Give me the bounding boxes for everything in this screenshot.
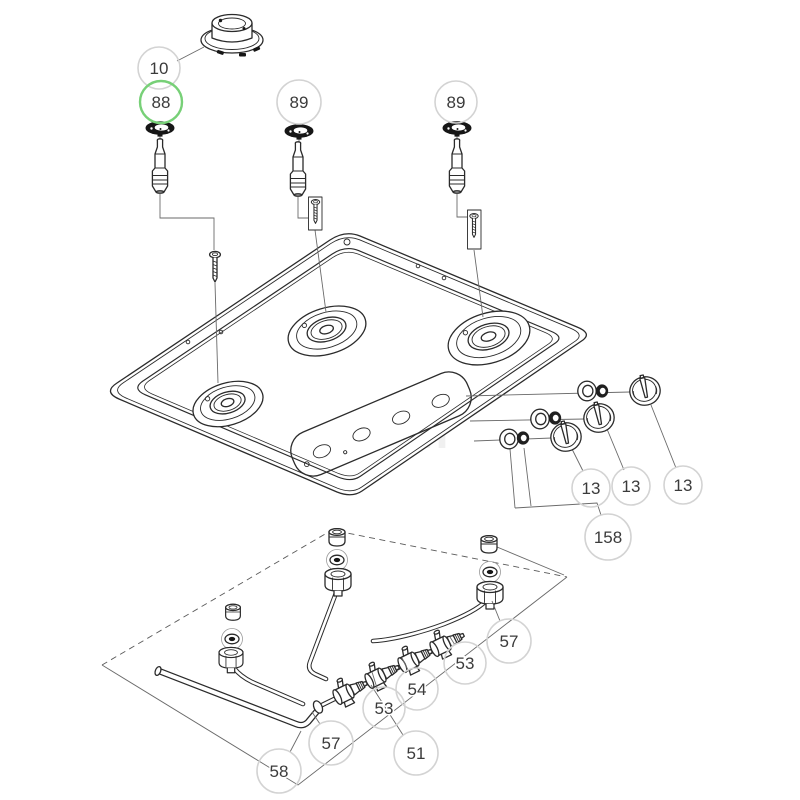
callout-88-highlighted[interactable]: 88 xyxy=(138,79,184,125)
part-number: 53 xyxy=(375,699,394,718)
callout-circle[interactable] xyxy=(611,466,651,506)
callout-circle[interactable] xyxy=(434,80,478,124)
part-number: 89 xyxy=(290,93,309,112)
callout-circle[interactable] xyxy=(393,730,439,776)
fixing-screw xyxy=(310,199,321,224)
burner-cup-center xyxy=(287,305,367,357)
callout-54[interactable]: 54 xyxy=(395,667,439,711)
burner-cup-right xyxy=(447,310,531,366)
right-burner-tube xyxy=(370,598,489,644)
part-number: 51 xyxy=(407,744,426,763)
injector-assemblies xyxy=(145,121,482,283)
fitting-centre xyxy=(324,527,352,597)
screw-box xyxy=(308,196,323,231)
callout-circle[interactable] xyxy=(395,667,439,711)
part-number: 57 xyxy=(322,734,341,753)
callout-circle[interactable] xyxy=(362,686,406,730)
part-number: 13 xyxy=(674,476,693,495)
callout-circle[interactable] xyxy=(308,720,354,766)
knob-assemblies xyxy=(499,371,664,455)
highlight-circle[interactable] xyxy=(138,79,184,125)
callout-58[interactable]: 58 xyxy=(256,748,302,794)
callout-layer: 10 88 89 89 13 13 13 158 57 53 54 53 51 57 58 xyxy=(137,46,703,794)
callout-13[interactable]: 13 xyxy=(571,468,611,508)
knob-bezel-ring xyxy=(530,408,550,430)
injector-89 xyxy=(289,141,307,198)
callout-89[interactable]: 89 xyxy=(434,80,478,124)
part-number: 158 xyxy=(594,528,622,547)
rim-hole xyxy=(343,238,351,246)
leader-lines xyxy=(159,46,677,753)
callout-circle[interactable] xyxy=(663,465,703,505)
part-number: 54 xyxy=(408,680,427,699)
burner-crown-89 xyxy=(284,124,314,140)
callout-158[interactable]: 158 xyxy=(584,513,632,561)
injector-88 xyxy=(151,138,169,195)
callout-53[interactable]: 53 xyxy=(443,641,487,685)
screw-box xyxy=(467,209,482,250)
callout-13[interactable]: 13 xyxy=(663,465,703,505)
callout-circle[interactable] xyxy=(276,79,322,125)
rim-rivet xyxy=(441,275,447,281)
knob-seal-ring xyxy=(516,431,530,445)
part-number: 53 xyxy=(456,654,475,673)
callout-circle[interactable] xyxy=(486,618,532,664)
knob-bezel-ring xyxy=(499,428,519,450)
part-number: 10 xyxy=(150,59,169,78)
cooktop-body xyxy=(109,233,588,496)
callout-circle[interactable] xyxy=(571,468,611,508)
knob-seal-ring xyxy=(595,384,609,398)
rim-rivet xyxy=(415,263,421,269)
manifold-assembly xyxy=(154,527,504,729)
part-number: 89 xyxy=(447,93,466,112)
knob-seal-ring xyxy=(548,411,562,425)
callout-51[interactable]: 51 xyxy=(393,730,439,776)
control-knob xyxy=(580,398,618,436)
control-knob xyxy=(626,371,664,409)
knob-bezel-ring xyxy=(577,380,597,402)
part-number: 13 xyxy=(622,477,641,496)
burner-cup-left xyxy=(192,380,264,428)
part-number: 88 xyxy=(152,93,171,112)
injector-89 xyxy=(448,138,466,195)
fixing-screw xyxy=(208,250,222,283)
control-subpanel xyxy=(290,371,472,477)
rim-rivet xyxy=(185,339,191,345)
callout-53[interactable]: 53 xyxy=(362,686,406,730)
fitting-left xyxy=(218,603,244,674)
callout-89[interactable]: 89 xyxy=(276,79,322,125)
callout-circle[interactable] xyxy=(137,46,181,90)
pipe-end-cap xyxy=(154,665,162,677)
callout-circle[interactable] xyxy=(256,748,302,794)
fixing-screw xyxy=(469,213,479,238)
callout-10[interactable]: 10 xyxy=(137,46,181,90)
callout-circle[interactable] xyxy=(443,641,487,685)
callout-circle[interactable] xyxy=(584,513,632,561)
callout-57[interactable]: 57 xyxy=(486,618,532,664)
part-number: 13 xyxy=(582,479,601,498)
burner-cap-part xyxy=(200,13,264,57)
part-number: 58 xyxy=(270,762,289,781)
rim-rivet xyxy=(218,329,224,335)
callout-13[interactable]: 13 xyxy=(611,466,651,506)
callout-57[interactable]: 57 xyxy=(308,720,354,766)
fitting-right xyxy=(476,534,504,610)
part-number: 57 xyxy=(500,632,519,651)
